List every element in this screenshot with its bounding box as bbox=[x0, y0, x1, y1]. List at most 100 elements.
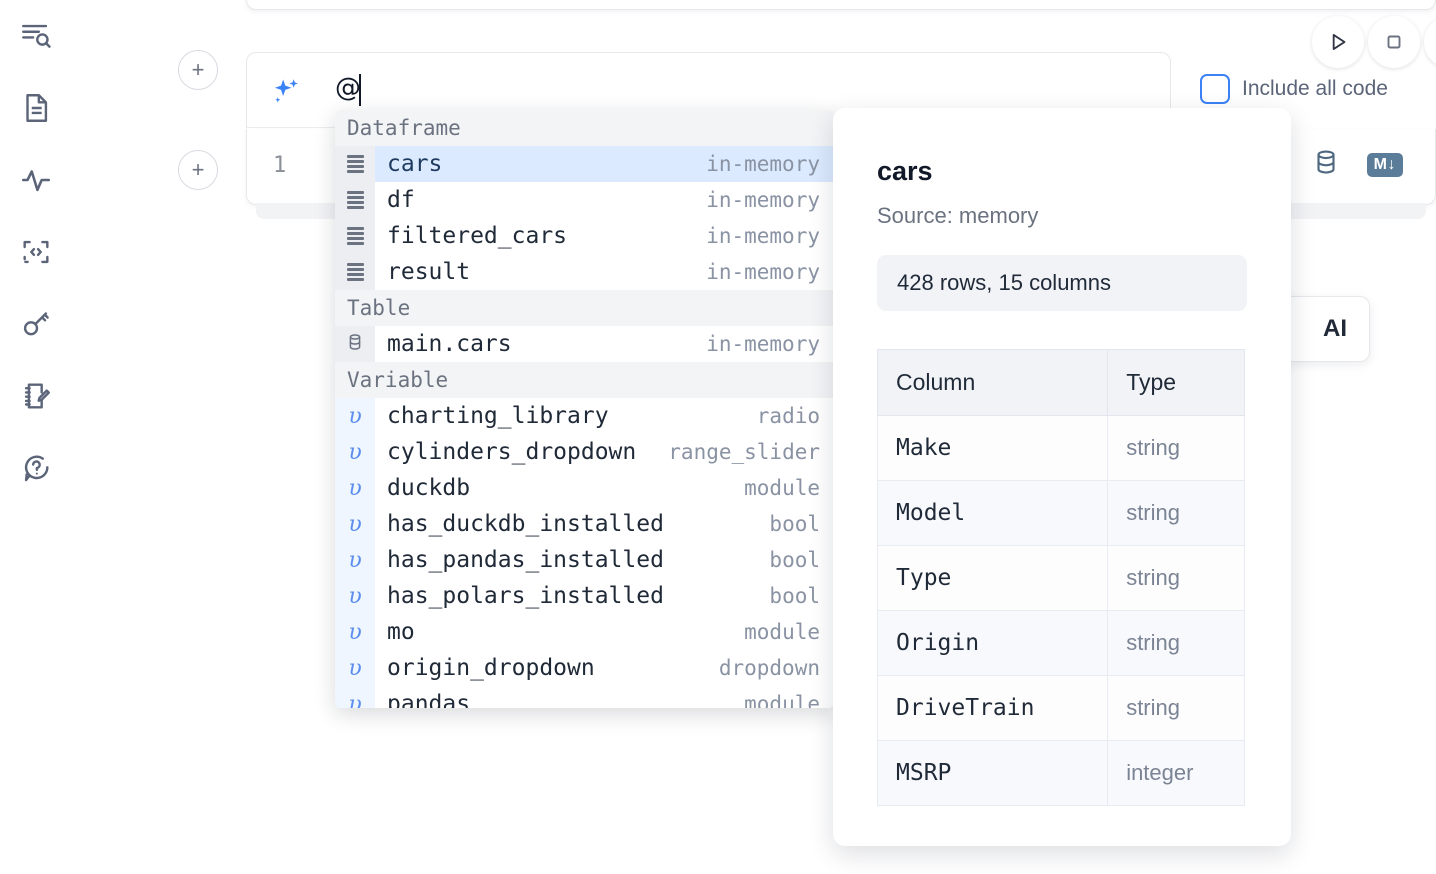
completion-item-name: filtered_cars bbox=[375, 223, 706, 249]
schema-column-name: MSRP bbox=[878, 741, 1108, 806]
completion-item-type: in-memory bbox=[706, 332, 834, 356]
completion-item[interactable]: resultin-memory bbox=[335, 254, 834, 290]
line-number: 1 bbox=[273, 153, 286, 178]
schema-table-row: MSRPinteger bbox=[878, 741, 1245, 806]
completion-item-name: has_pandas_installed bbox=[375, 547, 769, 573]
list-lines-icon bbox=[347, 191, 364, 209]
completion-item-type: bool bbox=[769, 548, 834, 572]
activity-pulse-icon[interactable] bbox=[14, 158, 58, 202]
completion-item-type: dropdown bbox=[719, 656, 834, 680]
variable-icon: υ bbox=[348, 620, 361, 645]
completion-item[interactable]: υ cylinders_dropdownrange_slider bbox=[335, 434, 834, 470]
list-lines-icon bbox=[347, 227, 364, 245]
variable-icon: υ bbox=[348, 404, 361, 429]
schema-column-name: Origin bbox=[878, 611, 1108, 676]
list-lines-icon bbox=[347, 263, 364, 281]
detail-title: cars bbox=[877, 156, 1247, 187]
completion-item[interactable]: υduckdbmodule bbox=[335, 470, 834, 506]
sparkle-icon bbox=[269, 75, 303, 109]
add-cell-below-button[interactable]: + bbox=[178, 150, 218, 190]
previous-cell-edge bbox=[246, 0, 1436, 10]
completion-item[interactable]: υpandasmodule bbox=[335, 686, 834, 708]
completion-item[interactable]: υ has_pandas_installedbool bbox=[335, 542, 834, 578]
completion-item-name: duckdb bbox=[375, 475, 744, 501]
completion-list[interactable]: Dataframecarsin-memorydfin-memoryfiltere… bbox=[335, 110, 834, 708]
completion-item-name: df bbox=[375, 187, 706, 213]
schema-table-row: Makestring bbox=[878, 416, 1245, 481]
completion-item-type: radio bbox=[757, 404, 834, 428]
include-all-code-row[interactable]: Include all code bbox=[1200, 74, 1388, 104]
key-icon[interactable] bbox=[14, 302, 58, 346]
list-lines-icon bbox=[347, 155, 364, 173]
schema-column-type: string bbox=[1108, 481, 1245, 546]
completion-item[interactable]: dfin-memory bbox=[335, 182, 834, 218]
completion-item-type: range_slider bbox=[668, 440, 834, 464]
completion-section-header: Dataframe bbox=[335, 110, 834, 146]
completion-item-type: module bbox=[744, 476, 834, 500]
schema-table-row: DriveTrainstring bbox=[878, 676, 1245, 741]
completion-item[interactable]: filtered_carsin-memory bbox=[335, 218, 834, 254]
add-cell-above-button[interactable]: + bbox=[178, 50, 218, 90]
schema-table: Column Type MakestringModelstringTypestr… bbox=[877, 349, 1245, 806]
schema-column-type: string bbox=[1108, 611, 1245, 676]
file-document-icon[interactable] bbox=[14, 86, 58, 130]
completion-item-name: cylinders_dropdown bbox=[375, 439, 668, 465]
variable-icon: υ bbox=[335, 434, 375, 470]
completion-item-type: in-memory bbox=[706, 260, 834, 284]
help-chat-icon[interactable] bbox=[14, 446, 58, 490]
list-lines-icon bbox=[335, 182, 375, 218]
run-button[interactable] bbox=[1312, 16, 1364, 68]
variable-icon: υ bbox=[348, 548, 361, 573]
completion-item-name: result bbox=[375, 259, 706, 285]
completion-item-name: charting_library bbox=[375, 403, 757, 429]
ai-prompt-input[interactable]: @ bbox=[335, 73, 361, 103]
completion-item[interactable]: υorigin_dropdowndropdown bbox=[335, 650, 834, 686]
stop-button[interactable] bbox=[1368, 16, 1420, 68]
list-lines-icon bbox=[335, 254, 375, 290]
code-brackets-icon[interactable] bbox=[14, 230, 58, 274]
database-icon[interactable] bbox=[1311, 147, 1341, 182]
variable-icon: υ bbox=[335, 650, 375, 686]
completion-item[interactable]: main.carsin-memory bbox=[335, 326, 834, 362]
variable-icon: υ bbox=[335, 506, 375, 542]
completion-item-name: has_polars_installed bbox=[375, 583, 769, 609]
column-header: Column bbox=[878, 350, 1108, 416]
schema-column-type: integer bbox=[1108, 741, 1245, 806]
completion-item[interactable]: υ charting_libraryradio bbox=[335, 398, 834, 434]
detail-source: Source: memory bbox=[877, 203, 1247, 229]
dataframe-detail-panel: cars Source: memory 428 rows, 15 columns… bbox=[833, 108, 1291, 846]
completion-item[interactable]: υmomodule bbox=[335, 614, 834, 650]
completion-item-name: has_duckdb_installed bbox=[375, 511, 769, 537]
explore-search-icon[interactable] bbox=[14, 14, 58, 58]
list-lines-icon bbox=[335, 146, 375, 182]
completion-item[interactable]: υhas_polars_installedbool bbox=[335, 578, 834, 614]
schema-column-name: Type bbox=[878, 546, 1108, 611]
completion-item[interactable]: carsin-memory bbox=[335, 146, 834, 182]
schema-column-name: Make bbox=[878, 416, 1108, 481]
database-icon bbox=[345, 332, 365, 357]
completion-section-header: Table bbox=[335, 290, 834, 326]
text-caret bbox=[359, 74, 361, 106]
completion-item-name: cars bbox=[375, 151, 706, 177]
variable-icon: υ bbox=[348, 476, 361, 501]
completion-dropdown[interactable]: Dataframecarsin-memorydfin-memoryfiltere… bbox=[335, 110, 834, 708]
completion-item[interactable]: υhas_duckdb_installedbool bbox=[335, 506, 834, 542]
markdown-badge[interactable]: M↓ bbox=[1367, 153, 1403, 177]
variable-icon: υ bbox=[348, 692, 361, 709]
completion-item-type: bool bbox=[769, 512, 834, 536]
type-header: Type bbox=[1108, 350, 1245, 416]
completion-item-type: in-memory bbox=[706, 152, 834, 176]
list-lines-icon bbox=[335, 218, 375, 254]
database-icon bbox=[335, 326, 375, 362]
completion-section-header: Variable bbox=[335, 362, 834, 398]
notebook-edit-icon[interactable] bbox=[14, 374, 58, 418]
more-options-button[interactable] bbox=[1424, 16, 1436, 68]
completion-item-type: module bbox=[744, 692, 834, 708]
variable-icon: υ bbox=[335, 614, 375, 650]
completion-item-name: origin_dropdown bbox=[375, 655, 719, 681]
variable-icon: υ bbox=[348, 440, 361, 465]
include-all-code-checkbox[interactable] bbox=[1200, 74, 1230, 104]
variable-icon: υ bbox=[335, 686, 375, 708]
completion-item-type: bool bbox=[769, 584, 834, 608]
completion-item-name: pandas bbox=[375, 691, 744, 708]
